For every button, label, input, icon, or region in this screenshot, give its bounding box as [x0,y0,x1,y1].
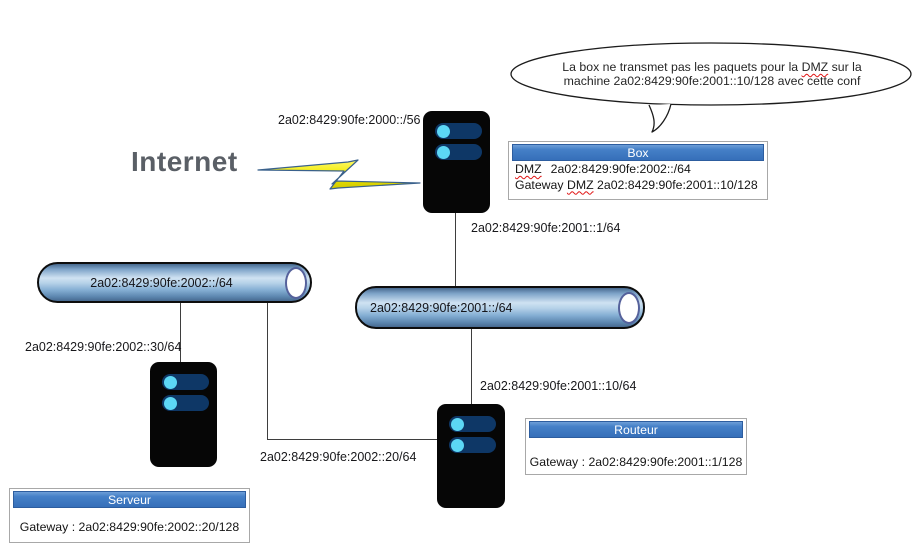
internet-label[interactable]: Internet [131,146,238,177]
bubble-text-before: La box ne transmet pas les paquets pour … [562,60,802,74]
led-indicator-icon [451,438,464,452]
cylinder-end-cap [618,291,640,324]
connector-dmz-to-router-vertical [267,303,268,440]
router-device[interactable] [437,404,505,508]
lightning-bolt-icon[interactable] [256,158,424,192]
speech-bubble-line2: machine 2a02:8429:90fe:2001::10/128 avec… [563,74,861,89]
server-info-table[interactable]: Serveur Gateway : 2a02:8429:90fe:2002::2… [9,488,250,543]
gateway-dmz-value: 2a02:8429:90fe:2001::10/128 [593,177,758,192]
server-gateway-row: Gateway : 2a02:8429:90fe:2002::20/128 [19,520,240,534]
box-table-row-gateway: Gateway DMZ 2a02:8429:90fe:2001::10/128 [512,178,764,194]
speech-bubble-tail-outline [648,103,672,133]
led-indicator-icon [164,375,177,389]
speech-bubble[interactable] [505,38,920,138]
lan-segment-cylinder[interactable]: 2a02:8429:90fe:2001::/64 [355,286,645,329]
led-bar [435,123,482,139]
box-table-row-dmz: DMZ 2a02:8429:90fe:2002::/64 [512,162,764,178]
label-router-dmz-ip[interactable]: 2a02:8429:90fe:2002::20/64 [260,450,417,464]
router-table-title: Routeur [529,421,743,438]
dmz-segment-label: 2a02:8429:90fe:2002::/64 [90,275,233,290]
speech-bubble-ellipse [510,42,912,106]
led-indicator-icon [164,396,177,410]
dmz-word: DMZ [515,162,542,176]
connector-dmz-to-server [180,303,181,362]
dmz-word: DMZ [566,177,594,192]
lightning-bolt-shape [257,159,421,190]
led-bar [162,395,209,411]
dmz-prefix-value: 2a02:8429:90fe:2002::/64 [550,162,691,176]
gateway-word: Gateway [515,177,567,192]
led-indicator-icon [437,145,450,159]
box-device[interactable] [423,111,490,213]
label-router-lan-ip[interactable]: 2a02:8429:90fe:2001::10/64 [480,379,637,393]
connector-dmz-to-router-horizontal [267,439,437,440]
led-bar [449,437,496,453]
speech-bubble-text: La box ne transmet pas les paquets pour … [530,60,894,89]
led-bar [162,374,209,390]
router-gateway-row: Gateway : 2a02:8429:90fe:2001::1/128 [529,455,743,469]
led-indicator-icon [437,124,450,138]
bubble-text-after: sur la [828,60,862,74]
led-bar [449,416,496,432]
speech-bubble-tail-fill [649,104,671,132]
speech-bubble-line1: La box ne transmet pas les paquets pour … [530,60,894,74]
cylinder-end-cap [285,266,307,299]
router-info-table[interactable]: Routeur Gateway : 2a02:8429:90fe:2001::1… [525,418,747,475]
dmz-segment-cylinder[interactable]: 2a02:8429:90fe:2002::/64 [37,262,312,303]
connector-lan-to-router [471,328,472,404]
lan-segment-label: 2a02:8429:90fe:2001::/64 [370,300,513,315]
bubble-dmz-word: DMZ [801,60,829,74]
box-table-title: Box [512,144,764,161]
label-server-ip[interactable]: 2a02:8429:90fe:2002::30/64 [25,340,182,354]
connector-box-to-lan [455,213,456,288]
server-device[interactable] [150,362,217,467]
led-bar [435,144,482,160]
server-table-title: Serveur [13,491,246,508]
label-wan-prefix[interactable]: 2a02:8429:90fe:2000::/56 [278,113,421,127]
label-box-lan-ip[interactable]: 2a02:8429:90fe:2001::1/64 [471,221,621,235]
led-indicator-icon [451,417,464,431]
